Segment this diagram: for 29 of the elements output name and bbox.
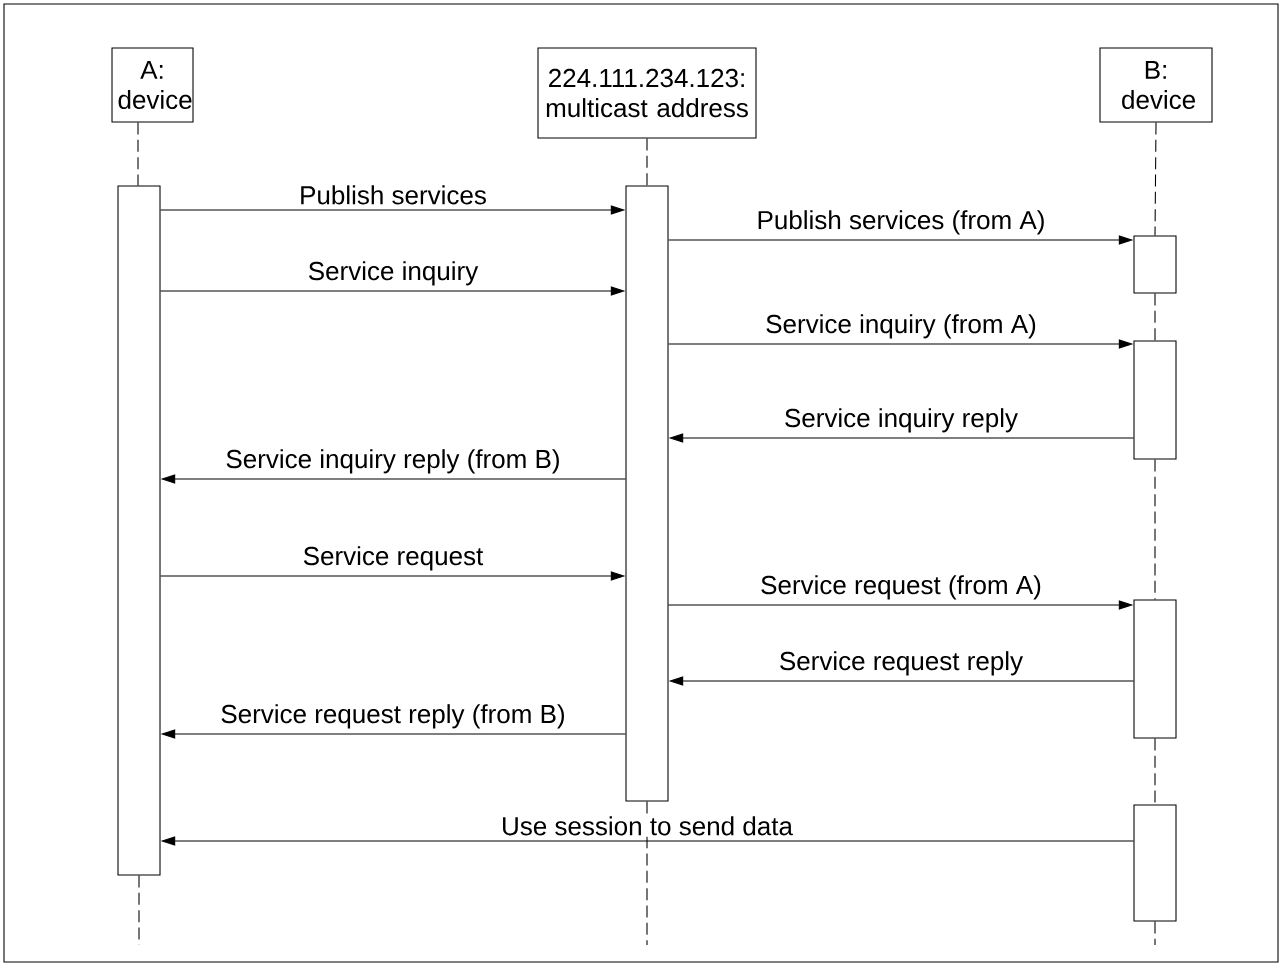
edge-label: Publish services (297, 183, 489, 206)
lifeline (1154, 921, 1156, 946)
lifeline (646, 138, 648, 186)
lifeline (646, 801, 648, 946)
lifeline-head-box: A: device (111, 47, 194, 123)
lifeline (137, 122, 139, 186)
lifeline (1154, 293, 1156, 341)
activation-bar (117, 185, 161, 876)
edge-label: Use session to send data (499, 814, 795, 837)
edge-label: Service inquiry (from A) (763, 312, 1039, 340)
activation-bar (1133, 235, 1177, 294)
lifeline-head-box: B: device (1099, 47, 1213, 123)
activation-bar (1133, 340, 1177, 460)
edge-label: Service inquiry (306, 259, 480, 287)
edge-label: Service inquiry reply (from B) (224, 447, 562, 475)
lifeline (1154, 738, 1156, 805)
edge-label: Service inquiry reply (782, 406, 1020, 434)
edge-label: Service request (301, 544, 485, 572)
edge-label: Service request reply (from B) (219, 702, 567, 730)
edge-label: Publish services (from A) (755, 208, 1047, 236)
activation-bar (1133, 599, 1177, 739)
edge-label: Service request reply (777, 649, 1025, 677)
activation-bar (1133, 804, 1177, 922)
lifeline (138, 875, 140, 946)
lifeline-head-box: 224.111.234.123: multicast address (537, 47, 757, 139)
lifeline (1154, 459, 1156, 600)
edge-label: Service request (from A) (758, 573, 1044, 601)
activation-bar (625, 185, 669, 802)
lifeline (1154, 122, 1157, 236)
